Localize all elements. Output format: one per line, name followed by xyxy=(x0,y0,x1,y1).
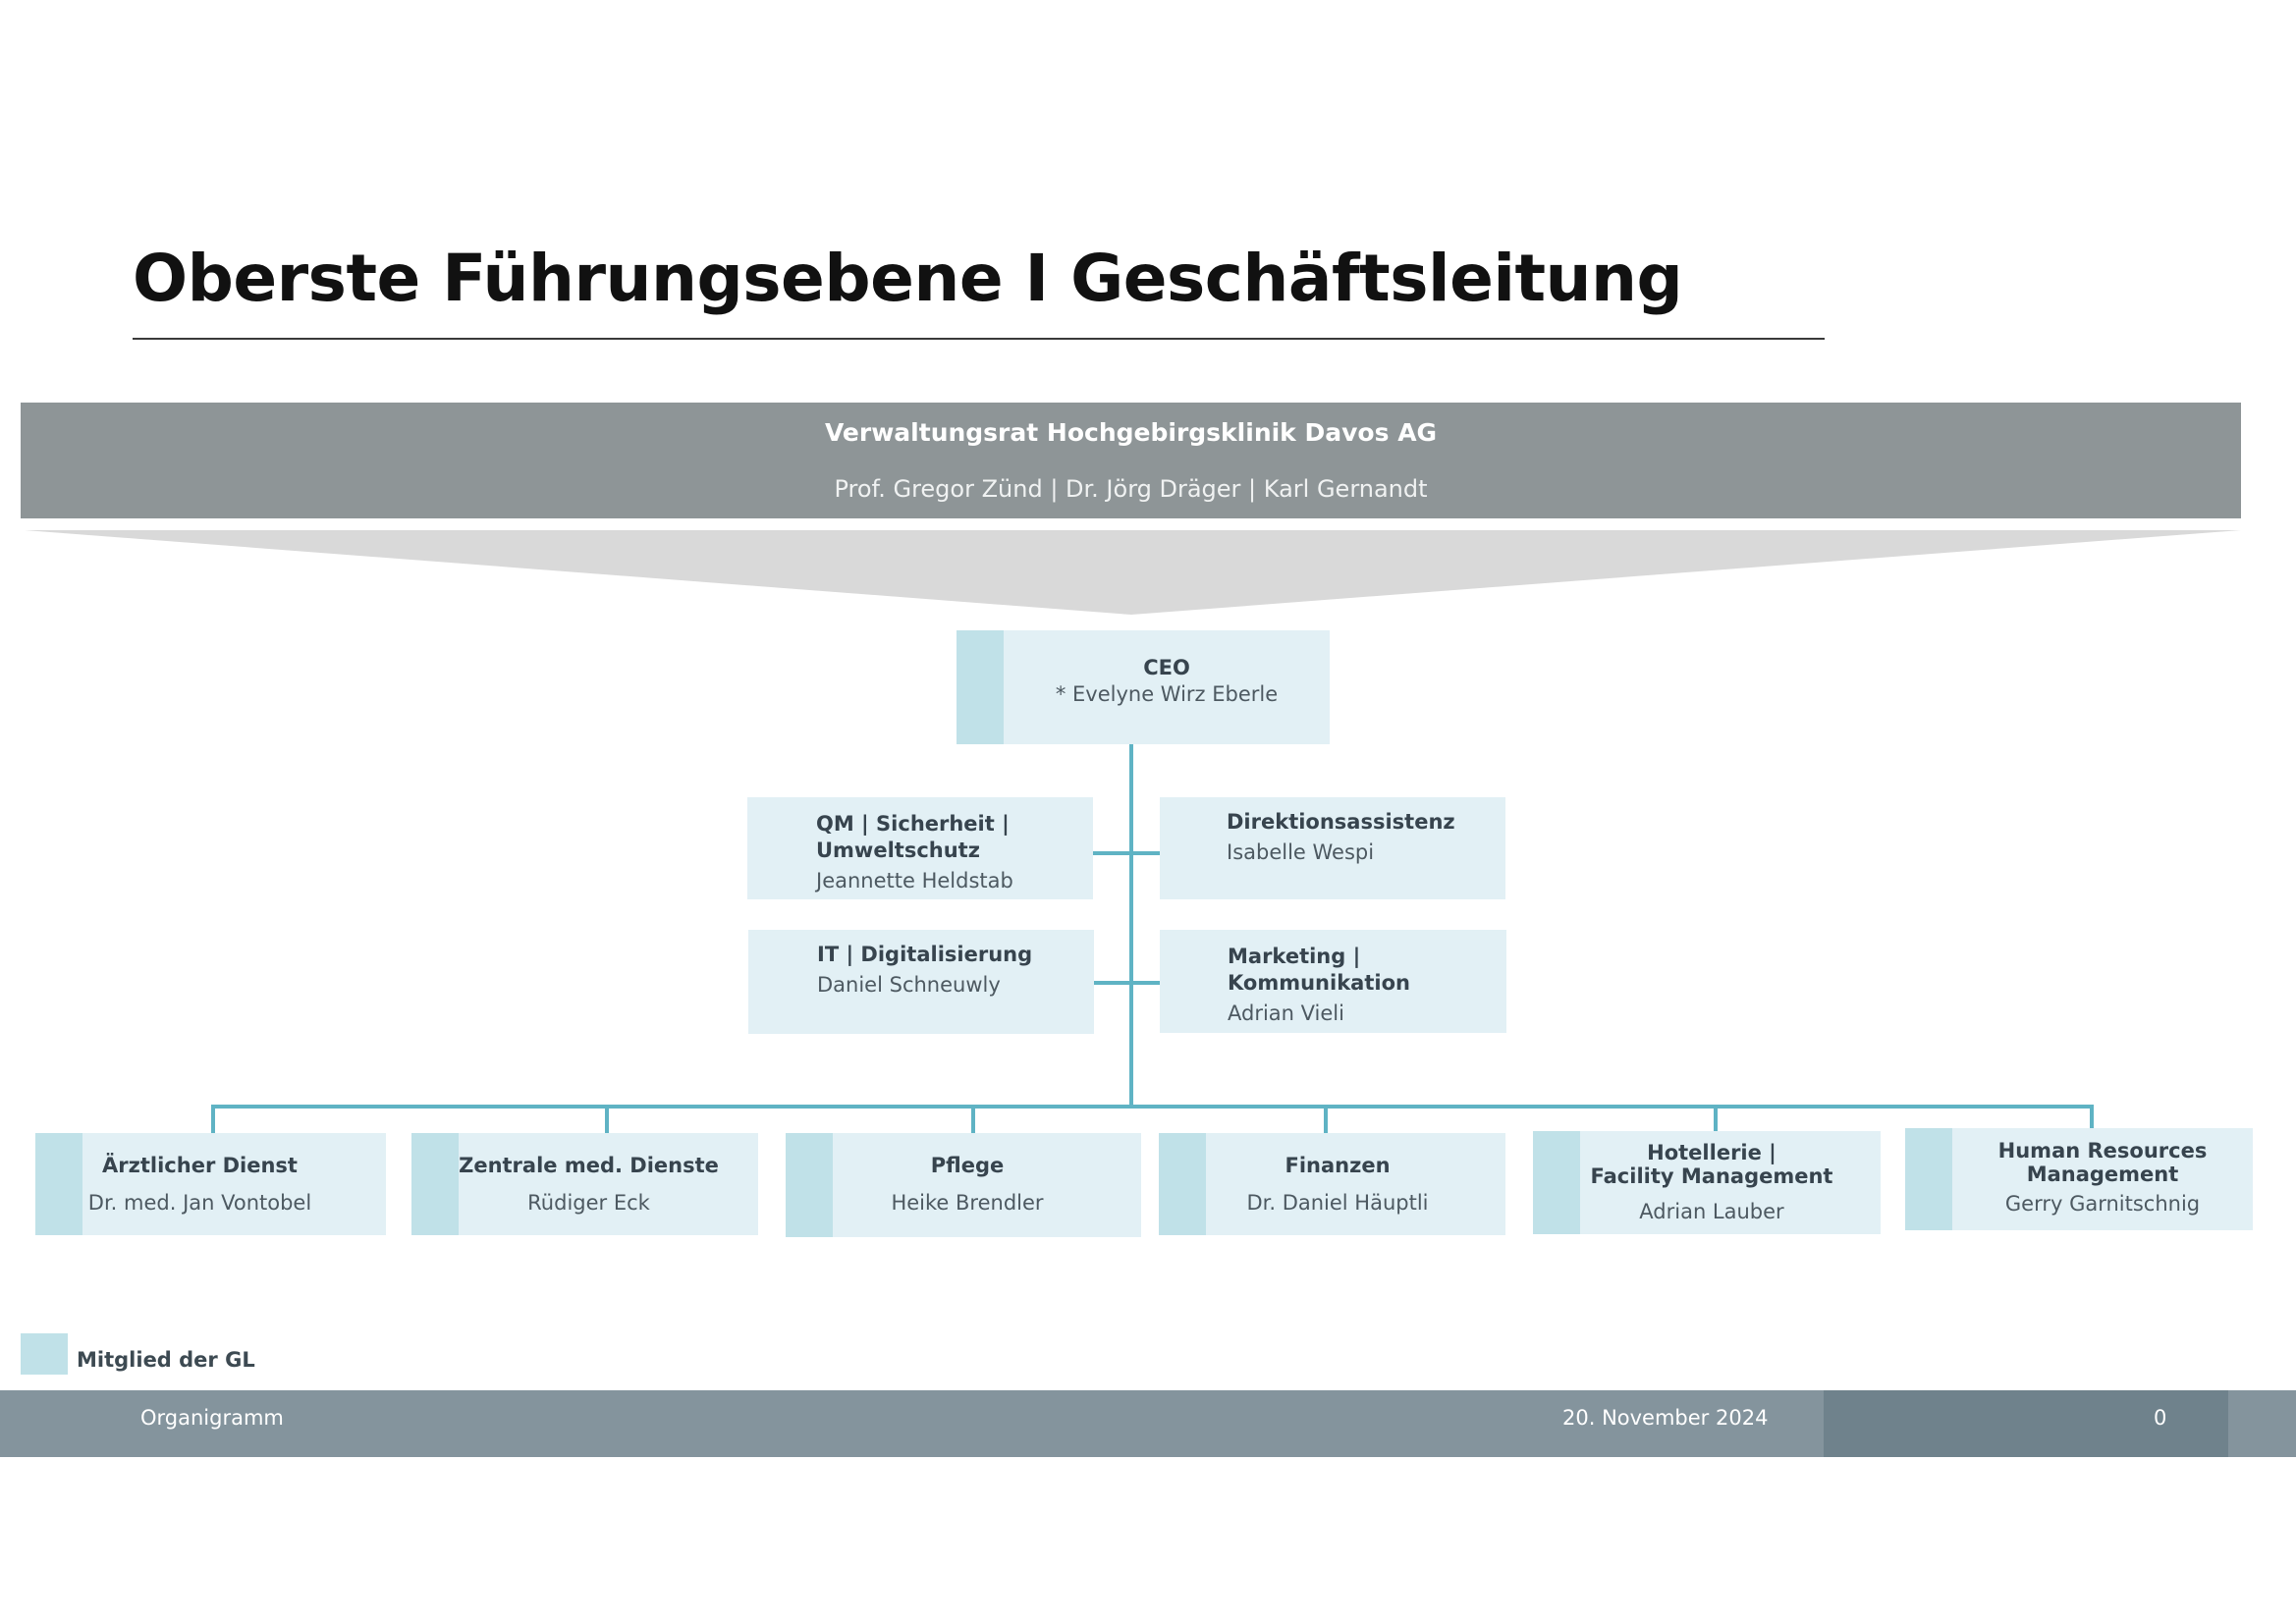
staff-name: Isabelle Wespi xyxy=(1227,840,1375,864)
department-box-pflege: Pflege Heike Brendler xyxy=(786,1133,1141,1237)
staff-name: Jeannette Heldstab xyxy=(816,869,1013,893)
page-title: Oberste Führungsebene I Geschäftsleitung xyxy=(133,241,1683,316)
footer-date: 20. November 2024 xyxy=(1562,1406,1769,1430)
department-title: Human Resources xyxy=(1997,1139,2208,1163)
ceo-box: CEO * Evelyne Wirz Eberle xyxy=(957,630,1330,744)
board-members: Prof. Gregor Zünd | Dr. Jörg Dräger | Ka… xyxy=(834,475,1428,503)
department-head: Rüdiger Eck xyxy=(527,1191,650,1215)
legend-swatch xyxy=(21,1333,68,1375)
gl-member-marker xyxy=(957,630,1004,744)
staff-box-qm: QM | Sicherheit | Umweltschutz Jeannette… xyxy=(747,797,1093,899)
department-box-zentrale-med-dienste: Zentrale med. Dienste Rüdiger Eck xyxy=(411,1133,758,1235)
board-title: Verwaltungsrat Hochgebirgsklinik Davos A… xyxy=(824,418,1438,447)
department-title: Finanzen xyxy=(1285,1154,1391,1177)
footer-section-label: Organigramm xyxy=(140,1406,284,1430)
department-title: Facility Management xyxy=(1590,1164,1833,1188)
department-head: Gerry Garnitschnig xyxy=(2004,1192,2201,1216)
department-title: Zentrale med. Dienste xyxy=(459,1154,719,1177)
staff-title: Marketing | xyxy=(1228,945,1361,968)
department-box-human-resources: Human Resources Management Gerry Garnits… xyxy=(1905,1128,2253,1230)
funnel-shape xyxy=(25,530,2241,615)
department-head: Adrian Lauber xyxy=(1639,1200,1784,1223)
staff-title: QM | Sicherheit | xyxy=(816,812,1010,836)
department-title: Hotellerie | xyxy=(1647,1141,1777,1164)
gl-member-marker xyxy=(1533,1131,1580,1234)
board-banner: Verwaltungsrat Hochgebirgsklinik Davos A… xyxy=(21,403,2241,518)
staff-title: IT | Digitalisierung xyxy=(817,943,1033,966)
staff-title: Direktionsassistenz xyxy=(1227,810,1455,834)
staff-box-marketing: Marketing | Kommunikation Adrian Vieli xyxy=(1160,930,1506,1033)
department-head: Heike Brendler xyxy=(891,1191,1044,1215)
ceo-title: CEO xyxy=(1143,656,1190,679)
ceo-name: * Evelyne Wirz Eberle xyxy=(1055,682,1279,706)
gl-member-marker xyxy=(1905,1128,1952,1230)
department-head: Dr. Daniel Häuptli xyxy=(1246,1191,1429,1215)
gl-member-marker xyxy=(786,1133,833,1237)
footer-page-panel xyxy=(1824,1390,2228,1457)
gl-member-marker xyxy=(1159,1133,1206,1235)
department-title: Ärztlicher Dienst xyxy=(102,1154,298,1177)
staff-box-it: IT | Digitalisierung Daniel Schneuwly xyxy=(748,930,1094,1034)
department-box-finanzen: Finanzen Dr. Daniel Häuptli xyxy=(1159,1133,1505,1235)
connector-lines xyxy=(211,744,2094,1133)
footer-page-number: 0 xyxy=(2154,1406,2167,1430)
legend-label: Mitglied der GL xyxy=(77,1348,255,1372)
department-box-hotellerie: Hotellerie | Facility Management Adrian … xyxy=(1533,1131,1881,1234)
staff-box-direktionsassistenz: Direktionsassistenz Isabelle Wespi xyxy=(1160,797,1505,899)
title-rule xyxy=(133,338,1825,340)
department-box-aerztlicher-dienst: Ärztlicher Dienst Dr. med. Jan Vontobel xyxy=(35,1133,386,1235)
staff-title: Umweltschutz xyxy=(816,839,980,862)
staff-name: Daniel Schneuwly xyxy=(817,973,1001,997)
gl-member-marker xyxy=(35,1133,82,1235)
department-title: Pflege xyxy=(930,1154,1005,1177)
staff-name: Adrian Vieli xyxy=(1228,1001,1344,1025)
staff-title: Kommunikation xyxy=(1228,971,1410,995)
gl-member-marker xyxy=(411,1133,459,1235)
department-head: Dr. med. Jan Vontobel xyxy=(87,1191,312,1215)
department-title: Management xyxy=(2026,1163,2179,1186)
